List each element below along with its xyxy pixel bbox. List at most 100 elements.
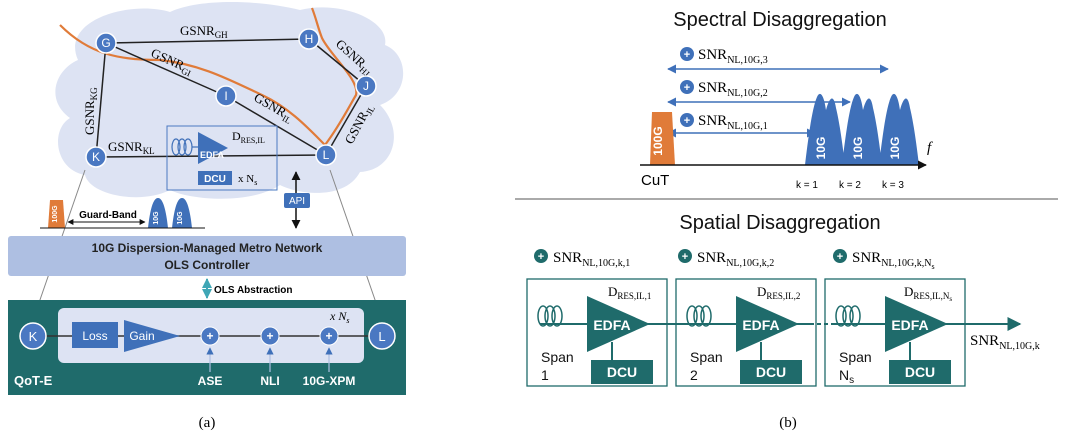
qot-multiplier: x Ns — [329, 309, 349, 325]
edfa-label-inset: EDFA — [200, 150, 225, 160]
node-label-j: J — [363, 79, 369, 93]
node-label-k: K — [92, 150, 100, 164]
caption-a: (a) — [199, 415, 216, 431]
svg-text:+: + — [682, 251, 688, 263]
lightpath-curve — [59, 7, 358, 147]
link-label-kl: GSNRKL — [108, 139, 155, 156]
ols-controller-box — [8, 236, 406, 276]
dres-label-ns: DRES,IL,Ns — [904, 284, 952, 303]
gain-label: Gain — [129, 329, 154, 343]
qot-e-label: QoT-E — [14, 373, 53, 388]
plus-xpm: + — [325, 329, 332, 343]
edfa-triangle-inset — [198, 132, 228, 164]
channel-10g-a2 — [172, 198, 192, 228]
fiber-coil-icon-1 — [537, 305, 563, 327]
svg-text:SNRNL,10G,1: SNRNL,10G,1 — [698, 113, 768, 132]
qot-node-l-label: L — [378, 329, 385, 344]
api-badge — [284, 193, 310, 208]
dcu-box-2 — [740, 360, 802, 384]
neighbor-channel-k3 — [879, 93, 919, 165]
dres-label-inset: DRES,IL — [232, 129, 265, 145]
xpm-label: 10G-XPM — [303, 374, 356, 388]
dcu-box-ns — [889, 360, 951, 384]
channel-10g-label-a1: 10G — [153, 211, 160, 225]
node-l[interactable] — [315, 144, 337, 166]
svg-text:+: + — [837, 251, 843, 263]
cut-channel-100g — [650, 112, 675, 165]
qot-node-k — [19, 322, 47, 350]
link-label-kg: GSNRKG — [82, 87, 99, 135]
controller-title: 10G Dispersion-Managed Metro Network — [92, 241, 323, 255]
svg-text:SNRNL,10G,k,Ns: SNRNL,10G,k,Ns — [852, 250, 935, 271]
dcu-label-2: DCU — [756, 364, 786, 380]
edfa-triangle-2 — [736, 296, 799, 352]
node-label-h: H — [305, 32, 314, 46]
span-box-2 — [675, 278, 817, 387]
svg-text:SNRNL,10G,3: SNRNL,10G,3 — [698, 47, 768, 66]
span-multiplier-inset: x Ns — [238, 173, 257, 187]
dres-label-2: DRES,IL,2 — [757, 284, 800, 301]
qot-node-l — [368, 322, 396, 350]
spatial-snr-1: + SNRNL,10G,k,1 — [534, 249, 630, 269]
edfa-label-1: EDFA — [593, 317, 630, 333]
api-label: API — [289, 196, 305, 207]
spectral-title: Spectral Disaggregation — [673, 9, 886, 31]
output-snr-label: SNRNL,10G,k — [970, 333, 1040, 352]
span-box-1 — [526, 278, 668, 387]
k-label-1: k = 1 — [796, 180, 818, 191]
edfa-label-ns: EDFA — [891, 317, 928, 333]
channel-100g-label-a: 100G — [52, 205, 59, 223]
gain-triangle — [124, 320, 180, 352]
loss-label: Loss — [82, 329, 107, 343]
spectral-snr-2: + SNRNL,10G,2 — [680, 80, 768, 99]
neighbor-label-k1: 10G — [814, 137, 828, 160]
svg-text:SNRNL,10G,k,1: SNRNL,10G,k,1 — [553, 250, 630, 269]
svg-text:+: + — [538, 251, 544, 263]
ase-label: ASE — [198, 374, 223, 388]
link-label-gh: GSNRGH — [180, 23, 228, 40]
spectral-snr-1: + SNRNL,10G,1 — [680, 113, 768, 132]
dcu-label-ns: DCU — [905, 364, 935, 380]
panel-a: GSNRGH GSNRGI GSNRHJ GSNRKG GSNRIL GSNRJ… — [8, 2, 406, 431]
svg-text:+: + — [684, 82, 690, 94]
dcu-box-1 — [591, 360, 653, 384]
span-word-1: Span — [541, 349, 574, 365]
channel-10g-a1 — [148, 198, 168, 228]
adder-xpm — [319, 326, 339, 346]
svg-text:+: + — [684, 115, 690, 127]
spectral-snr-3: + SNRNL,10G,3 — [680, 47, 768, 66]
fiber-coil-icon-2 — [686, 305, 712, 327]
plus-ase: + — [206, 329, 213, 343]
neighbor-label-k2: 10G — [851, 137, 865, 160]
adder-ase — [200, 326, 220, 346]
ols-abstraction-label: OLS Abstraction — [214, 285, 293, 296]
span-box-ns — [824, 278, 966, 387]
node-g[interactable] — [95, 32, 117, 54]
node-h[interactable] — [298, 28, 320, 50]
node-k[interactable] — [85, 146, 107, 168]
span-word-ns: Span — [839, 349, 872, 365]
plus-nli: + — [266, 329, 273, 343]
channel-10g-label-a2: 10G — [177, 211, 184, 225]
dcu-box-inset — [198, 171, 232, 185]
span-inset-box — [166, 125, 278, 191]
dres-label-1: DRES,IL,1 — [608, 284, 651, 301]
fiber-coil-icon-ns — [835, 305, 861, 327]
controller-subtitle: OLS Controller — [164, 258, 250, 272]
neighbor-channel-k1 — [805, 93, 845, 165]
span-id-1: 1 — [541, 367, 549, 383]
dcu-label-1: DCU — [607, 364, 637, 380]
span-word-2: Span — [690, 349, 723, 365]
frequency-axis-label: f — [927, 140, 933, 156]
spatial-snr-2: + SNRNL,10G,k,2 — [678, 249, 774, 269]
qot-node-k-label: K — [29, 329, 38, 344]
node-j[interactable] — [355, 75, 377, 97]
node-label-g: G — [101, 36, 110, 50]
span-id-ns: Ns — [839, 367, 854, 386]
spatial-snr-ns: + SNRNL,10G,k,Ns — [833, 249, 935, 271]
svg-text:SNRNL,10G,2: SNRNL,10G,2 — [698, 80, 768, 99]
panel-b: Spectral Disaggregation + SNRNL,10G,3 + … — [515, 9, 1058, 431]
node-i[interactable] — [215, 85, 237, 107]
edfa-triangle-1 — [587, 296, 650, 352]
